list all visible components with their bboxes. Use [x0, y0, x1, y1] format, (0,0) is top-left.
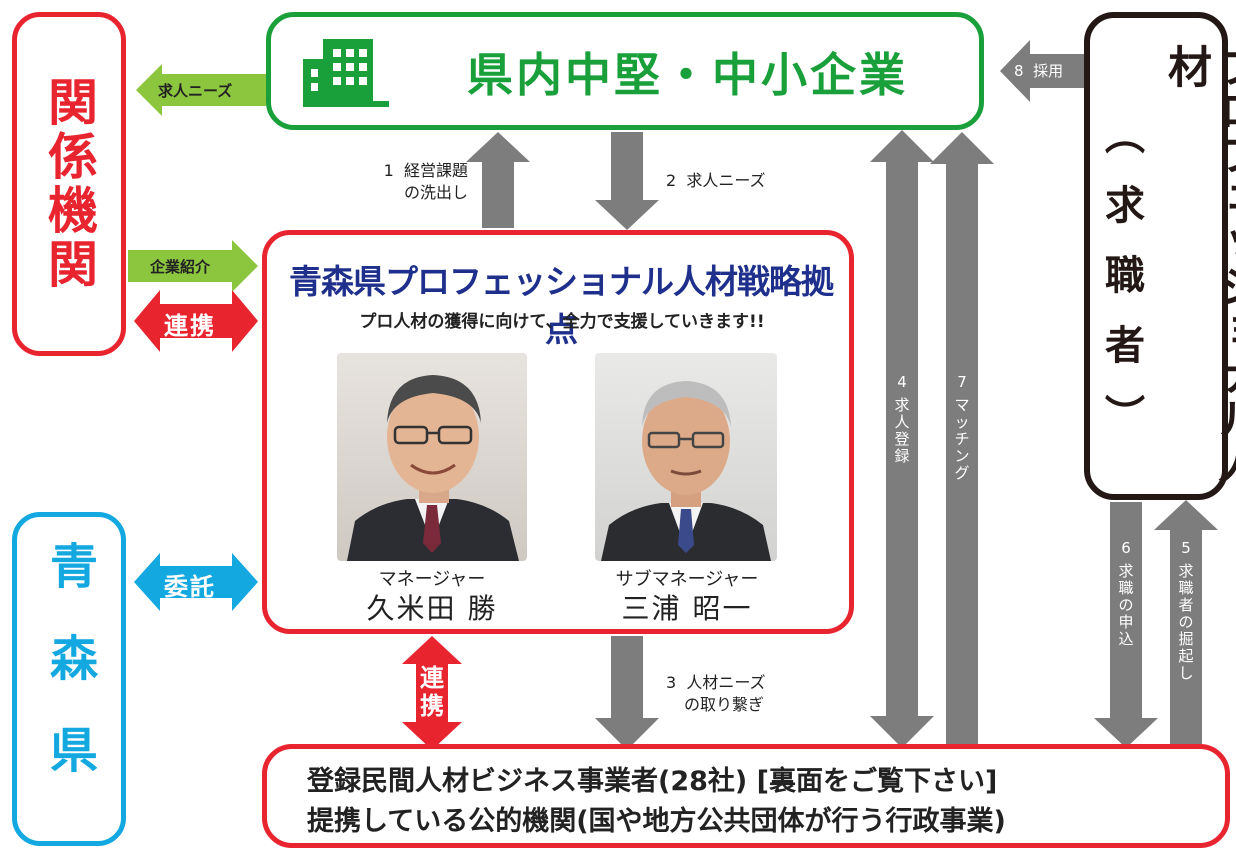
step6-text: 求職の申込: [1118, 562, 1134, 648]
arrow-step2-down: [595, 132, 659, 230]
bottom-box: 登録民間人材ビジネス事業者(28社) [裏面をご覧下さい] 提携している公的機関…: [262, 744, 1230, 848]
arrow-step5-up: [1154, 500, 1218, 744]
arrow-step6-down: [1094, 502, 1158, 748]
arrow-step8-left: [1000, 40, 1092, 102]
arrow-partner-both: [134, 290, 258, 352]
step5-text: 求職者の掘起し: [1178, 562, 1194, 682]
company-title: 県内中堅・中小企業: [467, 48, 908, 102]
step1-text-a: 経営課題: [403, 161, 468, 180]
professional-subtitle: （求職者）: [1098, 114, 1144, 464]
intro-arrow-label: 企業紹介: [150, 258, 211, 276]
manager-photo: [337, 353, 527, 561]
step7-text: マッチング: [954, 396, 970, 482]
hub-box: 青森県プロフェッショナル人材戦略拠点 プロ人材の獲得に向けて、全力で支援していき…: [262, 230, 854, 634]
step3-number: 3: [666, 673, 677, 692]
arrow-step3-down: [595, 636, 659, 750]
step8-label: 8 採用: [1014, 60, 1063, 82]
submanager-role: サブマネージャー: [615, 569, 759, 590]
step5-number: 5: [1181, 539, 1191, 557]
partner-arrow-label: 連携: [164, 312, 216, 340]
step1-label: 1 経営課題 の洗出し: [350, 160, 468, 204]
step4-number: 4: [897, 373, 907, 391]
step8-number: 8: [1014, 62, 1024, 80]
professional-box: プロフェッショナル人材 （求職者）: [1084, 12, 1236, 500]
step6-number: 6: [1121, 539, 1131, 557]
professional-title: プロフェッショナル人材: [1160, 44, 1236, 484]
step4-label: 4 求人登録: [890, 374, 914, 465]
needs-arrow-label: 求人ニーズ: [158, 82, 233, 100]
arrow-step4-both: [870, 130, 934, 748]
aomori-pref-title: 青森県: [41, 541, 97, 817]
arrow-intro-right: [128, 240, 258, 292]
partner-vertical-label: 連携: [420, 664, 444, 720]
arrow-partner-vertical: [402, 636, 462, 750]
bottom-line1: 登録民間人材ビジネス事業者(28社) [裏面をご覧下さい]: [307, 766, 998, 797]
arrow-step1-up: [466, 132, 530, 228]
arrow-step7-up: [930, 132, 994, 746]
step2-number: 2: [666, 171, 677, 190]
hub-title: 青森県プロフェッショナル人材戦略拠点: [289, 262, 834, 349]
related-orgs-box: 関係機関: [12, 12, 126, 356]
manager-name: 久米田 勝: [366, 592, 498, 625]
submanager-name: 三浦 昭一: [621, 592, 753, 625]
arrow-needs-left: [136, 64, 266, 116]
related-orgs-title: 関係機関: [40, 76, 98, 292]
step2-text: 求人ニーズ: [686, 171, 766, 190]
step2-label: 2 求人ニーズ: [666, 170, 766, 192]
hub-tagline: プロ人材の獲得に向けて、全力で支援していきます!!: [359, 312, 765, 332]
step8-text: 採用: [1033, 62, 1064, 80]
building-icon: [303, 39, 389, 107]
step3-label: 3 人材ニーズ の取り繋ぎ: [666, 672, 766, 716]
step3-text-a: 人材ニーズ: [686, 673, 766, 692]
step1-text-b: の洗出し: [403, 183, 468, 202]
step4-text: 求人登録: [894, 396, 910, 465]
bottom-line2: 提携している公的機関(国や地方公共団体が行う行政事業): [307, 806, 1006, 837]
arrow-entrust-both: [134, 553, 258, 611]
entrust-arrow-label: 委託: [164, 573, 216, 601]
step7-label: 7 マッチング: [950, 374, 974, 482]
step1-number: 1: [383, 161, 394, 180]
aomori-pref-box: 青森県: [12, 512, 126, 846]
step5-label: 5 求職者の掘起し: [1174, 540, 1198, 682]
manager-role: マネージャー: [378, 569, 486, 590]
company-box: 県内中堅・中小企業: [266, 12, 984, 130]
submanager-photo: [595, 353, 777, 561]
step7-number: 7: [957, 373, 967, 391]
step3-text-b: の取り繋ぎ: [684, 695, 765, 714]
step6-label: 6 求職の申込: [1114, 540, 1138, 648]
